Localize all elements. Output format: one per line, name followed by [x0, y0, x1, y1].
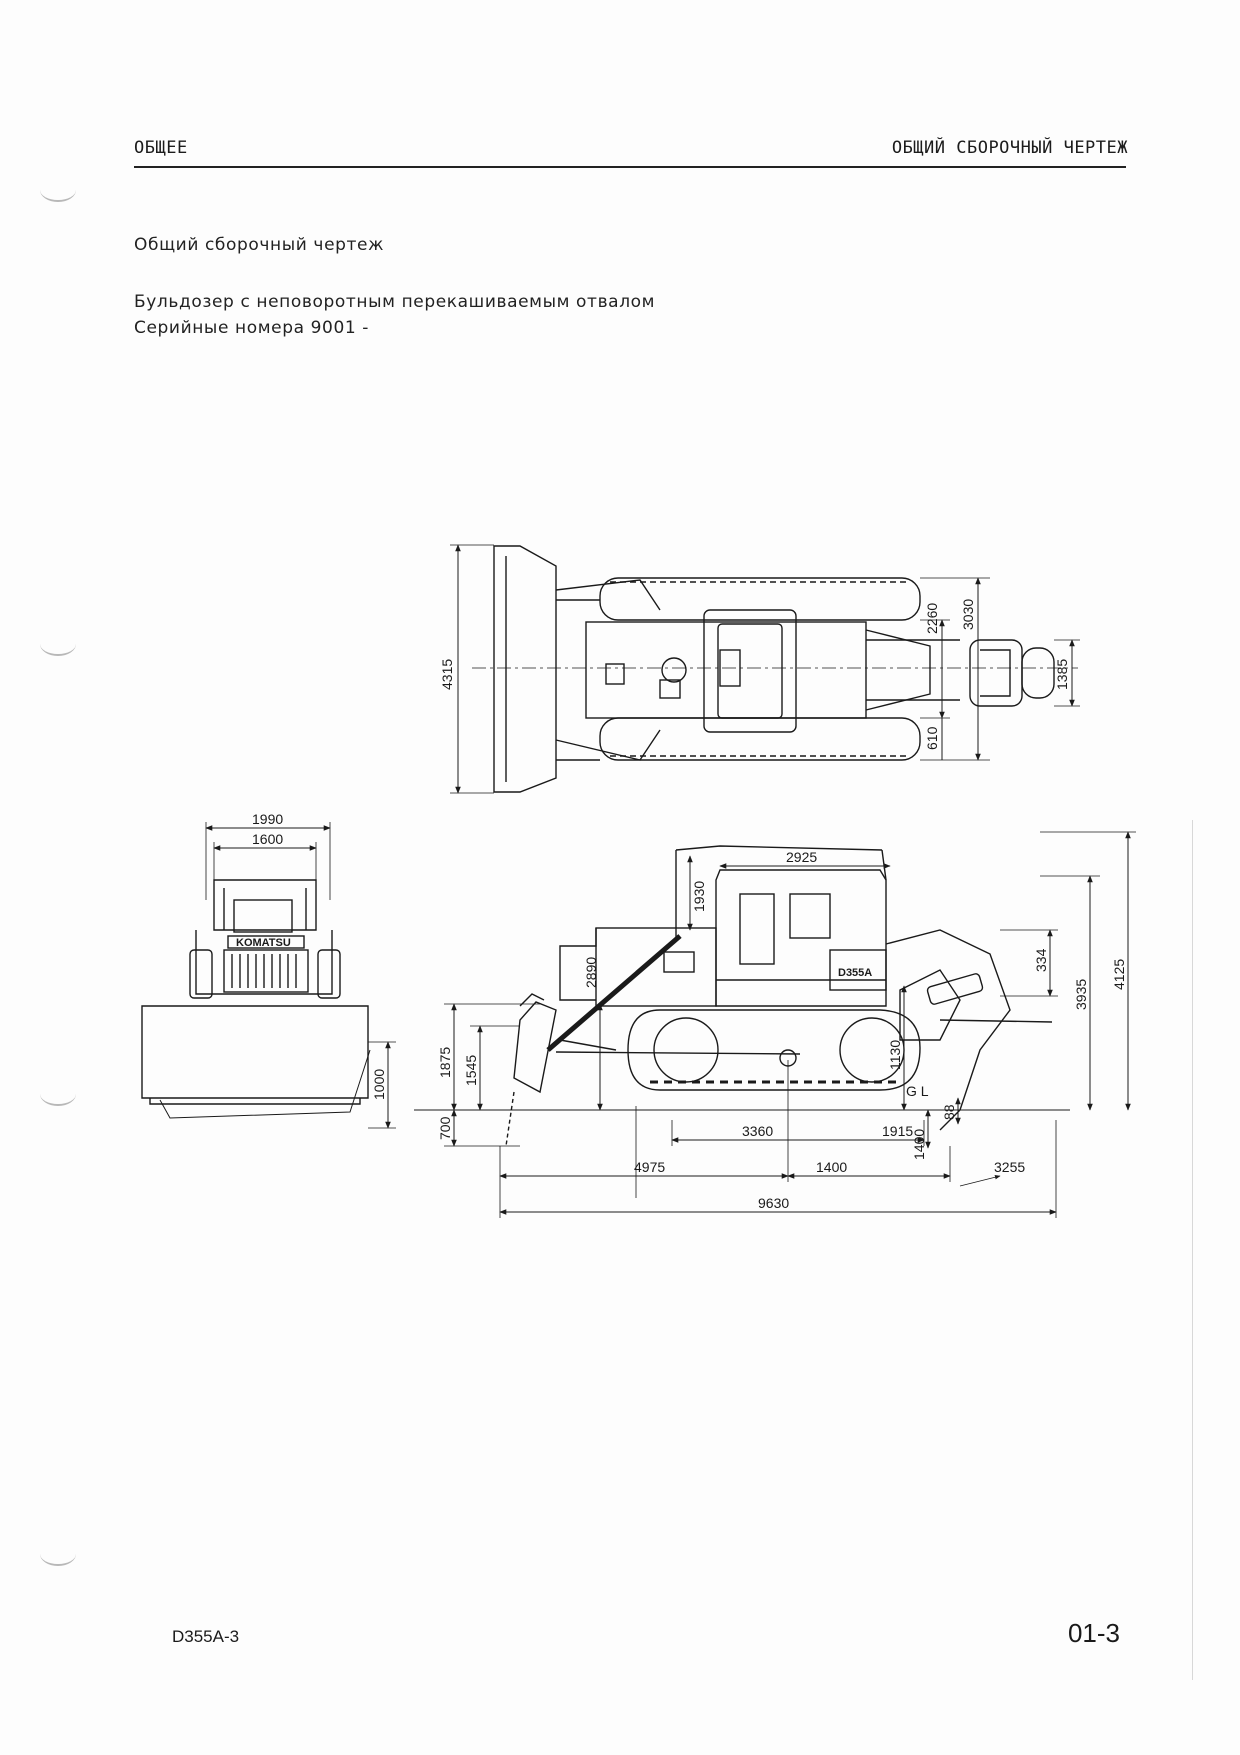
dim-1990: 1990 — [252, 811, 283, 827]
dim-3935: 3935 — [1073, 979, 1089, 1010]
dim-1875: 1875 — [437, 1047, 453, 1078]
page-number: 01-3 — [1067, 1618, 1120, 1648]
footer-model-code: D355A-3 — [172, 1627, 240, 1646]
dim-1000: 1000 — [371, 1069, 387, 1100]
dim-88: 88 — [941, 1104, 957, 1120]
dim-2260: 2260 — [924, 603, 940, 634]
binder-hole-mark — [40, 632, 76, 656]
dim-1915: 1915 — [882, 1123, 913, 1139]
machine-description: Бульдозер с неповоротным перекашиваемым … — [134, 292, 656, 312]
top-view — [450, 544, 1080, 794]
dim-4975: 4975 — [634, 1159, 665, 1175]
section-header: ОБЩЕЕ — [134, 138, 188, 158]
dim-610: 610 — [924, 726, 940, 750]
dim-3360: 3360 — [742, 1123, 773, 1139]
binder-hole-mark — [40, 178, 76, 202]
side-view — [414, 831, 1136, 1218]
model-plate: D355A — [838, 967, 872, 979]
dim-1600: 1600 — [252, 831, 283, 847]
dim-4125: 4125 — [1111, 959, 1127, 990]
drawing-title: Общий сборочный чертеж — [134, 235, 385, 255]
binder-hole-mark — [40, 1542, 76, 1566]
page-heading: ОБЩИЙ СБОРОЧНЫЙ ЧЕРТЕЖ — [891, 138, 1128, 158]
header-rule — [134, 166, 1126, 168]
dim-1130: 1130 — [887, 1040, 903, 1070]
top-view-dimensions: 4315 2260 3030 1385 610 — [439, 599, 1070, 750]
dim-1400-vertical: 1400 — [911, 1129, 927, 1160]
dim-4315: 4315 — [439, 659, 455, 690]
dim-700: 700 — [437, 1116, 453, 1140]
dim-1545: 1545 — [463, 1055, 479, 1086]
dim-334: 334 — [1033, 948, 1049, 972]
dim-1930: 1930 — [691, 881, 707, 912]
ground-line-label: G L — [906, 1083, 929, 1099]
dim-9630: 9630 — [758, 1195, 789, 1211]
dim-1400-horizontal: 1400 — [816, 1159, 847, 1175]
front-view-labels: 1990 1600 KOMATSU 1000 — [236, 811, 387, 1100]
brand-plate: KOMATSU — [236, 937, 291, 949]
dim-3030: 3030 — [960, 599, 976, 630]
dim-3255: 3255 — [994, 1159, 1025, 1175]
front-view — [141, 822, 396, 1129]
dim-2925: 2925 — [786, 849, 817, 865]
dim-1385: 1385 — [1054, 659, 1070, 690]
scan-edge-line — [1192, 820, 1193, 1680]
serial-numbers: Серийные номера 9001 - — [134, 318, 370, 338]
binder-hole-mark — [40, 1082, 76, 1106]
side-view-labels: 2925 1930 2890 334 3935 4125 1875 1545 7… — [437, 849, 1127, 1211]
dim-2890: 2890 — [583, 957, 599, 988]
